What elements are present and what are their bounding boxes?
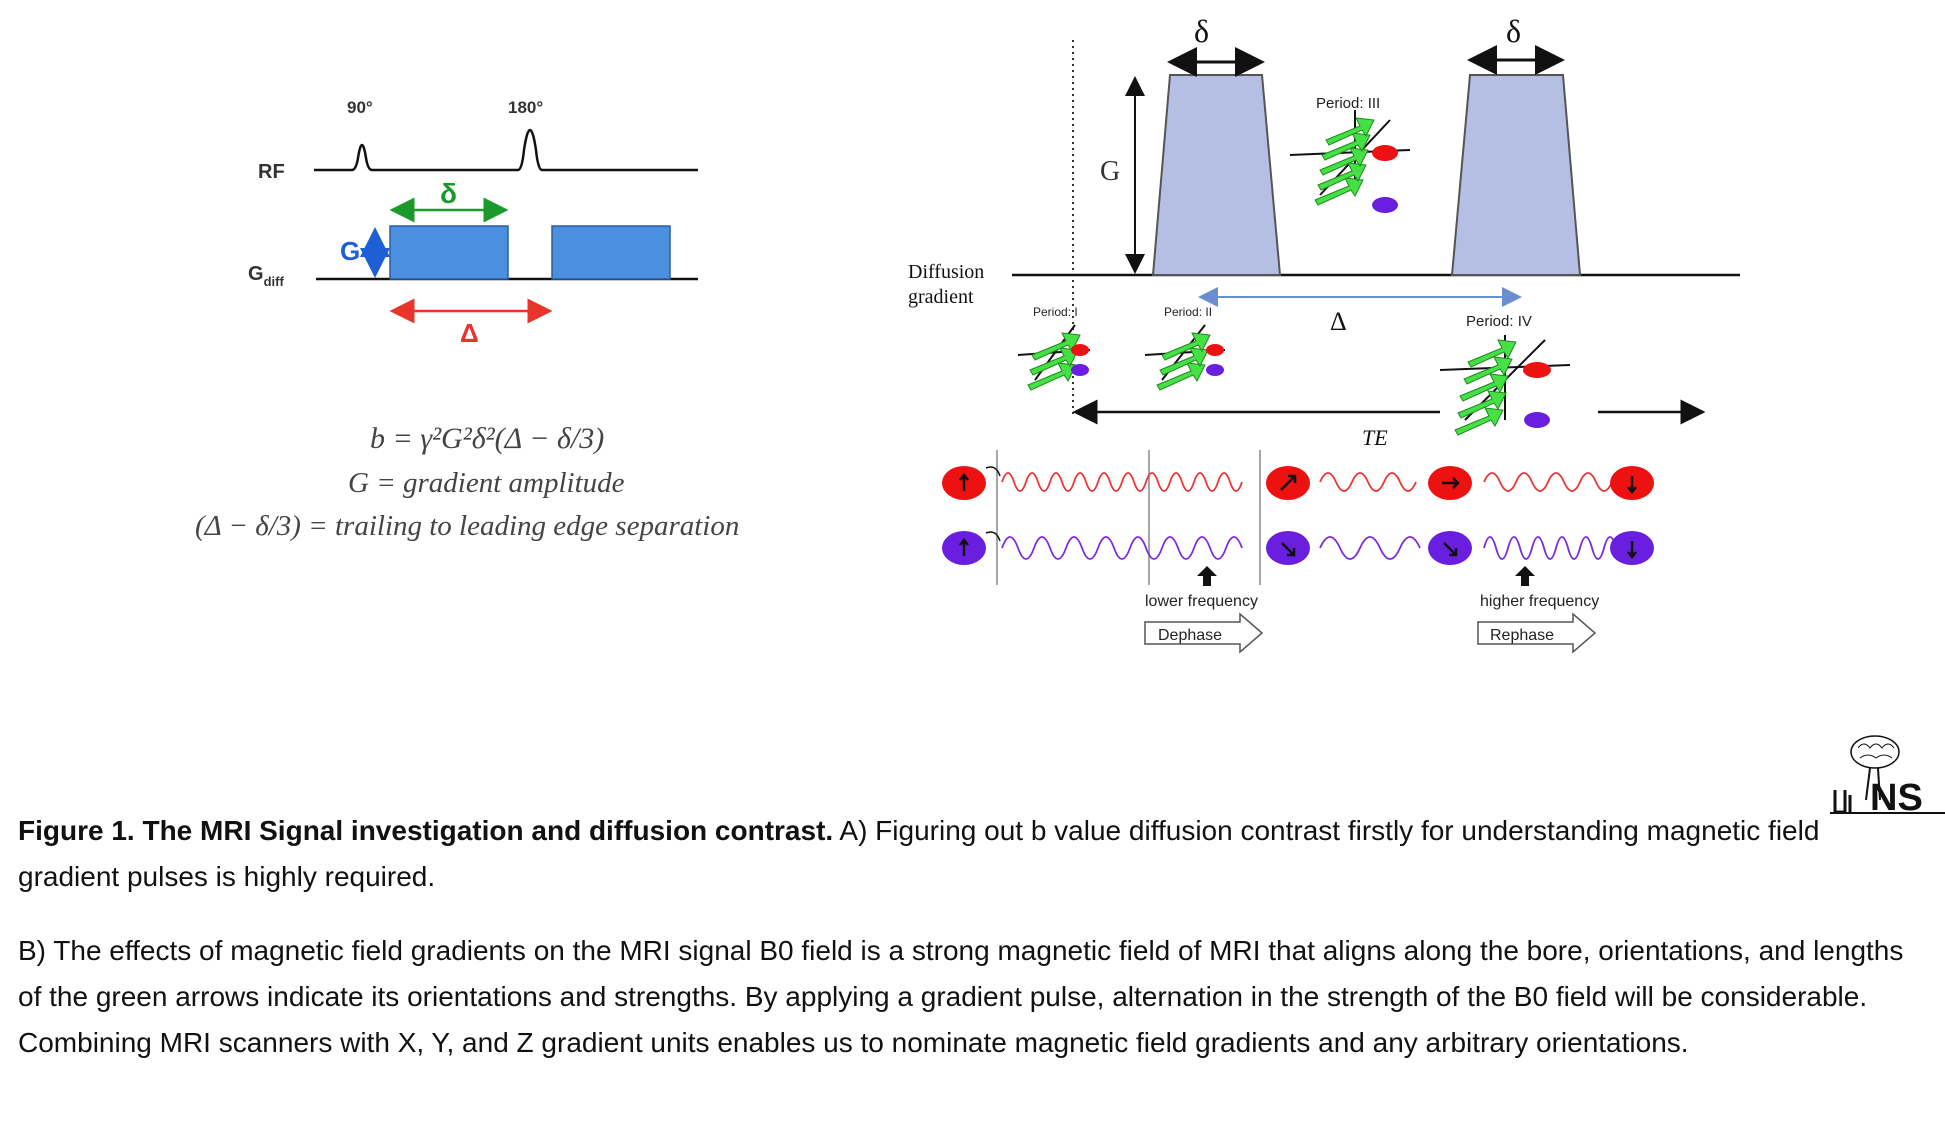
pulse-180-label: 180° xyxy=(508,98,543,117)
higher-frequency-label: higher frequency xyxy=(1480,593,1599,610)
rf-label: RF xyxy=(258,161,285,183)
logo-text: NS xyxy=(1870,777,1923,819)
red-spin-row xyxy=(942,466,1654,500)
te-label: TE xyxy=(1362,425,1388,450)
caption-part-a: A) Figuring out b value diffusion contra… xyxy=(18,815,1820,892)
panel-b: Diffusion gradient G δ δ Δ TE Period: II… xyxy=(908,13,1740,654)
formula-line-2: G = gradient amplitude xyxy=(348,467,625,499)
period-1-spins xyxy=(1017,324,1091,391)
g-height-label: G xyxy=(1100,156,1120,187)
lower-frequency-label: lower frequency xyxy=(1145,593,1258,610)
formula-line-1: b = γ²G²δ²(Δ − δ/3) xyxy=(370,422,604,455)
period-3-label: Period: III xyxy=(1316,95,1380,112)
diffusion-label-1: Diffusion xyxy=(908,261,984,283)
delta-small-label: δ xyxy=(440,178,457,209)
period-2-label: Period: II xyxy=(1164,305,1212,319)
delta-big-label: Δ xyxy=(460,318,479,348)
journal-logo: NS xyxy=(1830,735,1945,819)
period-1-label: Period: I xyxy=(1033,305,1078,319)
period-3-spins xyxy=(1289,110,1411,213)
diffusion-label-2: gradient xyxy=(908,286,974,308)
brain-logo-icon xyxy=(1830,735,1945,814)
delta-right-label: δ xyxy=(1506,13,1521,49)
rf-line xyxy=(314,128,698,172)
diffusion-lobe-1 xyxy=(1151,74,1282,276)
caption-part-b: B) The effects of magnetic field gradien… xyxy=(18,935,1904,1058)
delta-left-label: δ xyxy=(1194,13,1209,49)
lower-frequency-arrow-icon xyxy=(1197,566,1217,586)
diffusion-lobe-2 xyxy=(1450,74,1582,276)
big-delta-label: Δ xyxy=(1330,307,1347,336)
gradient-lobe-1 xyxy=(389,225,509,280)
gradient-lobe-2 xyxy=(551,225,671,280)
period-2-spins xyxy=(1144,324,1226,391)
period-4-label: Period: IV xyxy=(1466,313,1532,330)
higher-frequency-arrow-icon xyxy=(1515,566,1535,586)
rephase-arrow-icon xyxy=(1477,612,1597,654)
figure-caption-b: B) The effects of magnetic field gradien… xyxy=(18,928,1926,1066)
gdiff-label: Gdiff xyxy=(248,263,284,289)
figure-caption-a: Figure 1. The MRI Signal investigation a… xyxy=(18,808,1926,900)
g-amplitude-label: G xyxy=(340,236,360,266)
pulse-90-label: 90° xyxy=(347,98,373,117)
blue-spin-row xyxy=(942,531,1654,565)
figure-label: Figure 1. The MRI Signal investigation a… xyxy=(18,815,834,846)
rephase-label: Rephase xyxy=(1490,627,1554,644)
formula-line-3: (Δ − δ/3) = trailing to leading edge sep… xyxy=(195,510,739,542)
dephase-label: Dephase xyxy=(1158,627,1222,644)
dephase-arrow-icon xyxy=(1144,612,1264,654)
period-4-spins xyxy=(1439,335,1571,436)
panel-a: RF 90° 180° Gdiff G δ Δ b = γ²G²δ²(Δ − δ… xyxy=(195,98,739,542)
